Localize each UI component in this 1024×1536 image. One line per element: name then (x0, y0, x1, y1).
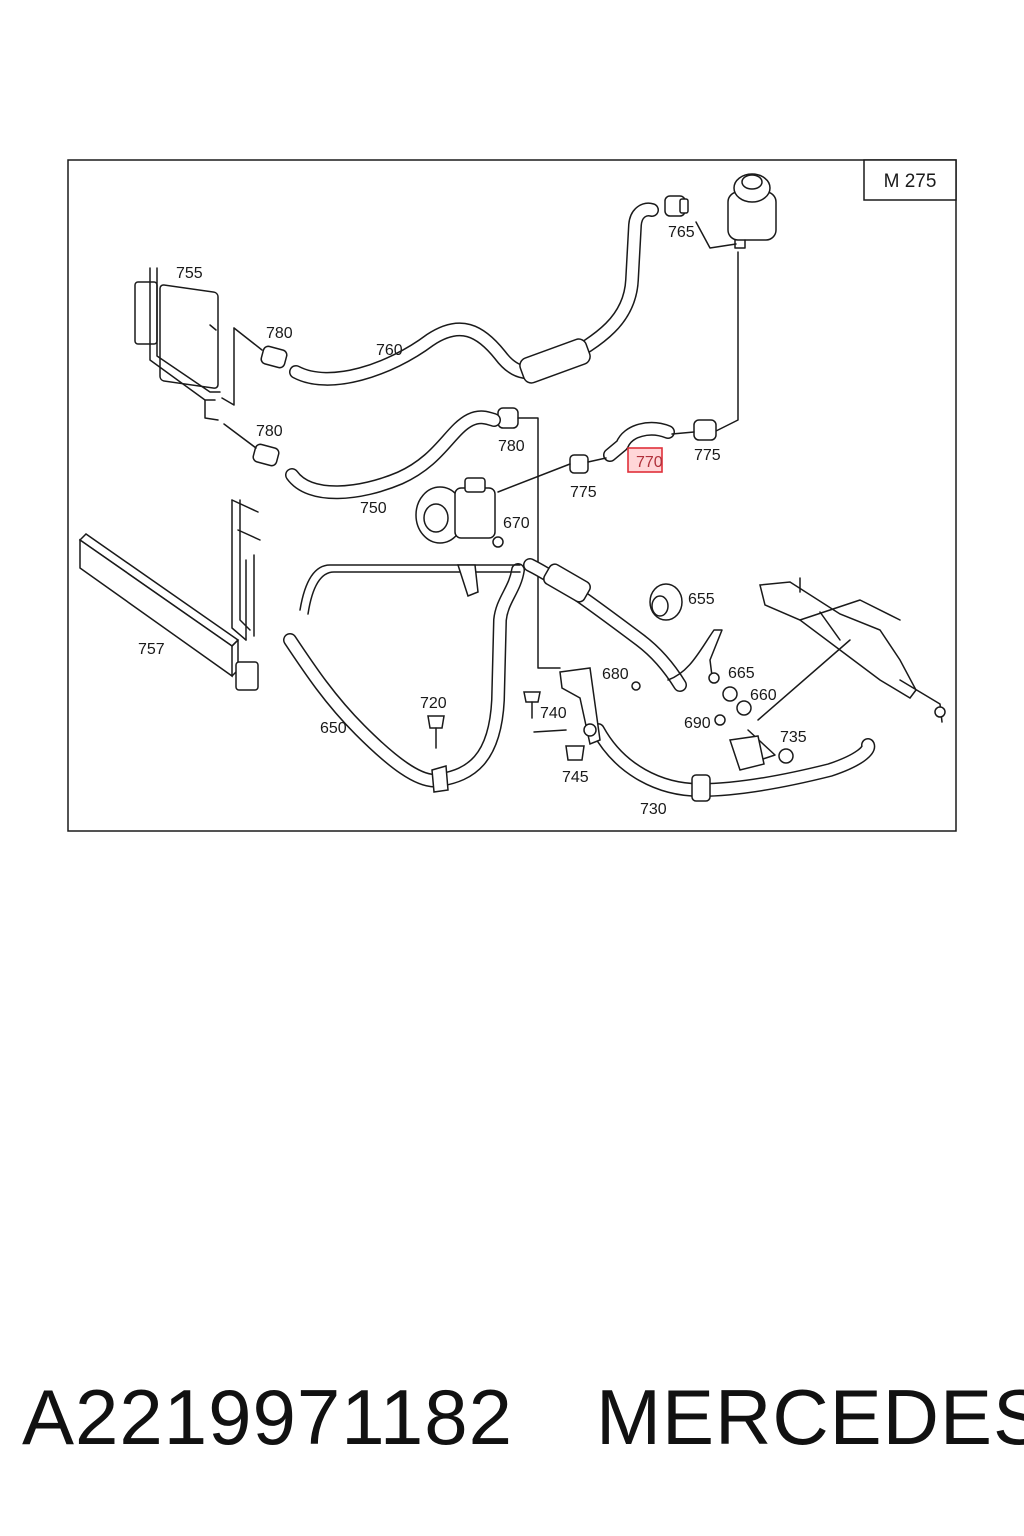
steering-rack (759, 577, 946, 723)
label-665: 665 (728, 665, 755, 682)
label-765: 765 (668, 224, 695, 241)
label-760: 760 (376, 342, 403, 359)
clamp-780-b (223, 423, 280, 467)
bolt-720 (427, 715, 445, 749)
nut-745 (565, 745, 585, 761)
leader-780-c (517, 417, 561, 669)
label-720: 720 (420, 695, 447, 712)
diagram-frame (67, 159, 957, 832)
clamp-775-a (569, 454, 589, 474)
part-number: A2219971182 (22, 1373, 514, 1461)
clamp-780-a (233, 327, 288, 369)
label-770: 770 (636, 454, 663, 471)
label-650: 650 (320, 720, 347, 737)
leader-740 (533, 729, 567, 733)
seal-660-b (736, 700, 752, 716)
reservoir (727, 173, 777, 249)
label-780-b: 780 (256, 423, 283, 440)
return-line-775 (713, 251, 739, 433)
leader-775-b (587, 457, 607, 463)
label-775-b: 775 (694, 447, 721, 464)
power-steering-pump (415, 477, 504, 548)
hose-730 (523, 558, 876, 802)
label-757: 757 (138, 641, 165, 658)
hose-760 (289, 202, 659, 386)
label-750: 750 (360, 500, 387, 517)
leader-770 (671, 431, 695, 435)
label-660: 660 (750, 687, 777, 704)
highlight-box-770 (627, 447, 663, 473)
seal-680 (631, 681, 641, 691)
seal-690 (714, 714, 726, 726)
fitting-735 (729, 735, 765, 771)
label-735: 735 (780, 729, 807, 746)
leader-775-a (497, 463, 571, 493)
label-780-a: 780 (266, 325, 293, 342)
pressure-line-665 (667, 629, 723, 681)
label-680: 680 (602, 666, 629, 683)
label-730: 730 (640, 801, 667, 818)
clamp-780-c (497, 407, 519, 429)
fitting-665 (708, 672, 720, 684)
label-740: 740 (540, 705, 567, 722)
seal-735 (778, 748, 794, 764)
clamp-775-b (693, 419, 717, 441)
leader-765 (695, 221, 737, 249)
seal-660-a (722, 686, 738, 702)
label-755: 755 (176, 265, 203, 282)
label-780-c: 780 (498, 438, 525, 455)
leader-660 (757, 639, 851, 721)
label-775-a: 775 (570, 484, 597, 501)
bracket-740 (559, 667, 601, 746)
damper-655 (649, 583, 683, 621)
model-box (863, 159, 957, 201)
model-box-label: M 275 (884, 171, 937, 192)
bolt-740 (523, 691, 541, 719)
hose-770 (603, 421, 675, 462)
label-670: 670 (503, 515, 530, 532)
hose-650 (283, 563, 525, 793)
hose-750 (285, 410, 501, 500)
oil-cooler-755 (134, 267, 235, 421)
label-745: 745 (562, 769, 589, 786)
clamp-765 (664, 195, 689, 217)
cooler-757 (78, 499, 261, 691)
brand-name: MERCEDES (596, 1373, 1024, 1461)
label-690: 690 (684, 715, 711, 732)
label-655: 655 (688, 591, 715, 608)
